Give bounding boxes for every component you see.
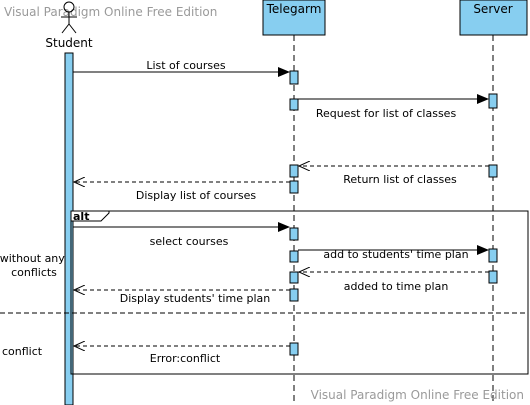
activation-telegram-5[interactable] <box>289 227 299 241</box>
activation-student[interactable] <box>64 52 74 405</box>
message-select-courses[interactable]: select courses <box>73 222 290 248</box>
activation-telegram-8[interactable] <box>289 288 299 302</box>
activation-server-2[interactable] <box>488 164 498 178</box>
message-label: Request for list of classes <box>316 107 457 120</box>
message-label: Display students' time plan <box>120 292 270 305</box>
alt-tag-box <box>70 210 110 222</box>
message-label: Error:conflict <box>150 352 221 365</box>
activation-telegram-4[interactable] <box>289 180 299 194</box>
lifeline-header-server[interactable]: Server <box>459 0 528 36</box>
message-label: List of courses <box>146 59 226 72</box>
activation-telegram-9[interactable] <box>289 342 299 356</box>
message-request-list-of-classes[interactable]: Request for list of classes <box>298 94 489 120</box>
student-actor[interactable]: Student <box>45 1 93 50</box>
message-added-to-time-plan[interactable]: added to time plan <box>299 272 489 293</box>
student-label: Student <box>45 36 93 50</box>
activation-server-4[interactable] <box>488 270 498 284</box>
message-label: select courses <box>150 235 229 248</box>
message-label: added to time plan <box>344 280 449 293</box>
message-return-list-of-classes[interactable]: Return list of classes <box>299 166 489 186</box>
guard-no-conflicts: without any conflicts <box>0 252 68 279</box>
stick-figure-icon <box>61 1 77 34</box>
activation-telegram-3[interactable] <box>289 164 299 178</box>
message-list-of-courses[interactable]: List of courses <box>73 59 290 77</box>
alt-tag: alt <box>73 210 89 223</box>
message-display-list-of-courses[interactable]: Display list of courses <box>74 182 290 202</box>
message-label: Display list of courses <box>136 189 257 202</box>
message-label: add to students' time plan <box>323 248 468 261</box>
message-add-to-time-plan[interactable]: add to students' time plan <box>298 245 489 261</box>
watermark-top: Visual Paradigm Online Free Edition <box>4 5 217 19</box>
watermark-bottom: Visual Paradigm Online Free Edition <box>311 388 524 402</box>
message-label: Return list of classes <box>343 173 457 186</box>
lifeline-header-telegram[interactable]: Telegarm <box>262 0 326 36</box>
guard-conflict: conflict <box>2 345 43 358</box>
alt-fragment[interactable]: alt <box>0 210 529 375</box>
activation-telegram-6[interactable] <box>289 250 299 263</box>
activation-telegram-1[interactable] <box>289 70 299 85</box>
message-error-conflict[interactable]: Error:conflict <box>74 346 290 365</box>
message-display-time-plan[interactable]: Display students' time plan <box>74 290 290 305</box>
activation-telegram-2[interactable] <box>289 98 299 111</box>
lifeline-label-server: Server <box>473 2 512 16</box>
lifeline-label-telegram: Telegarm <box>266 2 322 16</box>
activation-telegram-7[interactable] <box>289 271 299 284</box>
activation-server-3[interactable] <box>488 248 498 263</box>
activation-server-1[interactable] <box>488 93 498 109</box>
